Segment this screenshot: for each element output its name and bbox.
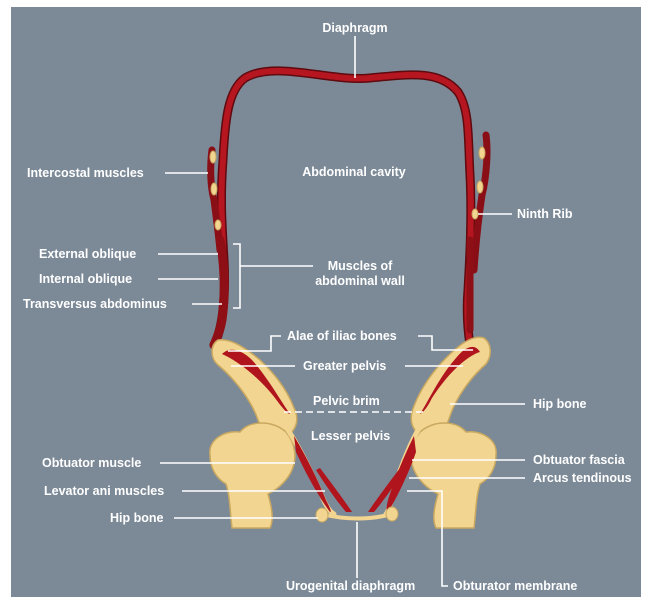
- diaphragm-and-abdominal-wall: [214, 71, 471, 345]
- label-intercostal-muscles: Intercostal muscles: [27, 166, 144, 181]
- label-obturator-fascia: Obtuator fascia: [533, 453, 625, 468]
- label-arcus-tendinous: Arcus tendinous: [533, 471, 632, 486]
- label-internal-oblique: Internal oblique: [39, 272, 132, 287]
- label-muscles-of-abdominal-wall: Muscles of abdominal wall: [300, 259, 420, 289]
- label-greater-pelvis: Greater pelvis: [303, 359, 386, 374]
- label-abdominal-cavity: Abdominal cavity: [284, 165, 424, 180]
- femur-right: [411, 423, 496, 528]
- femur-left: [210, 423, 295, 528]
- label-obturator-muscle: Obtuator muscle: [42, 456, 141, 471]
- label-external-oblique: External oblique: [39, 247, 136, 262]
- label-levator-ani-muscles: Levator ani muscles: [44, 484, 164, 499]
- label-muscles-of-abdominal-wall-line2: abdominal wall: [300, 274, 420, 289]
- label-ninth-rib: Ninth Rib: [517, 207, 573, 222]
- label-hip-bone-right: Hip bone: [533, 397, 586, 412]
- urogenital-diaphragm: [322, 514, 392, 519]
- label-pelvic-brim: Pelvic brim: [313, 394, 380, 409]
- obturator-muscle-left: [294, 436, 331, 512]
- label-muscles-of-abdominal-wall-line1: Muscles of: [300, 259, 420, 274]
- label-lesser-pelvis: Lesser pelvis: [311, 429, 390, 444]
- label-urogenital-diaphragm: Urogenital diaphragm: [286, 579, 415, 594]
- label-diaphragm: Diaphragm: [305, 21, 405, 36]
- pubis-left: [316, 508, 328, 522]
- label-obturator-membrane: Obturator membrane: [453, 579, 577, 594]
- label-transversus-abdominus: Transversus abdominus: [23, 297, 167, 312]
- rib-sections: [210, 147, 485, 230]
- pubis-right: [386, 507, 398, 521]
- label-alae-of-iliac-bones: Alae of iliac bones: [287, 329, 397, 344]
- label-hip-bone-left: Hip bone: [110, 511, 163, 526]
